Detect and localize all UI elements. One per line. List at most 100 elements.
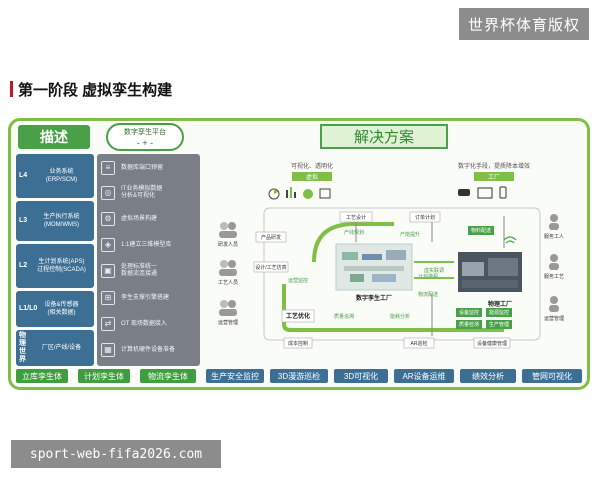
bottom-button-plan-twin[interactable]: 计划孪生体 [78, 369, 130, 383]
feature-label: IT业务模拟数据 分析&可视化 [121, 186, 163, 199]
chip-inspection-text: 质量检测 [459, 321, 479, 328]
layer-l3: L3 生产执行系统 (MOM/WMS) [16, 201, 94, 241]
twin-platform-pill[interactable]: 数字孪生平台 - + - [106, 123, 184, 151]
layer-physical: 物理世界 厂区/产线/设备 [16, 330, 94, 366]
feature-label: 处理标准统一 数据流连接通 [121, 264, 158, 277]
layer-tag: 物理世界 [19, 332, 26, 363]
node-process-opt: 工艺优化 [286, 312, 310, 320]
architecture-layers: L4 业务系统 (ERP/SCM) L3 生产执行系统 (MOM/WMS) L2… [16, 154, 94, 366]
label-production: 产线规划 [344, 229, 364, 236]
chip-inspection [456, 320, 482, 329]
bottom-button-safety-monitor[interactable]: 生产安全监控 [206, 369, 264, 383]
bottom-button-logistics-twin[interactable]: 物流孪生体 [140, 369, 196, 383]
engine-icon: ⊞ [101, 291, 115, 305]
layer-tag: L4 [19, 172, 28, 179]
node-order-plan: 订单计划 [415, 214, 435, 221]
person-label: 工艺人员 [218, 280, 238, 286]
chip-ops-mgmt-text: 生产管理 [489, 321, 509, 328]
layer-l2: L2 生计划系统(APS) 过程控制(SCADA) [16, 244, 94, 288]
layer-text: 生计划系统(APS) 过程控制(SCADA) [37, 259, 86, 273]
label-analysis: 能耗分析 [390, 313, 410, 320]
hardware-icon: ▦ [101, 343, 115, 357]
feature-item[interactable]: ◎ IT业务模拟数据 分析&可视化 [101, 183, 197, 203]
label-virt-debug: 虚实联调 [424, 267, 444, 274]
layer-tag: L2 [19, 262, 28, 269]
solution-tab[interactable]: 解决方案 [320, 124, 448, 149]
feature-item[interactable]: ▣ 处理标准统一 数据流连接通 [101, 261, 197, 281]
layer-tag: L3 [19, 217, 28, 224]
feature-item[interactable]: ≡ 数据库端口预留 [101, 158, 197, 178]
solution-diagram: 可视化、透明化 虚拟 数字化手段，提质降本增效 工厂 研发人员 工艺人员 运营管… [218, 162, 564, 349]
virtual-badge-text: 虚拟 [306, 173, 318, 181]
feature-label: 数据库端口预留 [121, 164, 164, 171]
feature-item[interactable]: ⊞ 孪生支撑引擎搭建 [101, 288, 197, 308]
bottom-button-ar-maintenance[interactable]: AR设备运维 [394, 369, 454, 383]
label-monitor: 运营监控 [288, 277, 308, 284]
virtual-factory-machines [342, 250, 406, 282]
feature-item[interactable]: ▦ 计算机硬件设备准备 [101, 340, 197, 360]
watermark-bottom: sport-web-fifa2026.com [11, 440, 221, 468]
bottom-button-storage-twin[interactable]: 立库孪生体 [16, 369, 68, 383]
chip-energy-text: 能源监控 [489, 309, 509, 316]
feature-item[interactable]: ⇄ OT 现场数据接入 [101, 314, 197, 334]
person-label: 运营管理 [218, 319, 238, 326]
twin-platform-sub: - + - [136, 138, 154, 148]
people-left [219, 222, 237, 316]
bottom-button-3d-roaming[interactable]: 3D漫游巡检 [270, 369, 328, 383]
layer-text: 厂区/产线/设备 [41, 345, 82, 351]
device-icons [458, 186, 507, 199]
feature-label: 虚拟场景构建 [121, 215, 158, 222]
layer-text: 设备&传感器 (相关数据) [44, 302, 79, 316]
layer-text: 生产执行系统 (MOM/WMS) [43, 214, 80, 228]
database-icon: ≡ [101, 161, 115, 175]
chip-qual-monitor-text: 设备监控 [459, 309, 479, 316]
top-left-caption: 可视化、透明化 [291, 162, 333, 170]
chip-mat-supply-text: 物料配送 [471, 227, 491, 234]
bottom-button-3d-visual[interactable]: 3D可视化 [334, 369, 388, 383]
label-logistics: 物流配送 [418, 291, 438, 298]
factory-badge [474, 172, 514, 181]
description-tab[interactable]: 描述 [18, 125, 90, 149]
chip-energy [486, 308, 512, 317]
feature-label: OT 现场数据接入 [121, 320, 167, 327]
chart-icons [268, 187, 331, 200]
analytics-icon: ◎ [101, 186, 115, 200]
feature-label: 1:1建立三维模型库 [121, 241, 172, 248]
data-transfer-icon: ⇄ [101, 317, 115, 331]
layer-l1-l0: L1/L0 设备&传感器 (相关数据) [16, 291, 94, 327]
bottom-button-performance[interactable]: 绩效分析 [460, 369, 516, 383]
bottom-button-pipe-visual[interactable]: 管网可视化 [522, 369, 582, 383]
person-label: 运营管理 [544, 315, 564, 322]
page-title: 第一阶段 虚拟孪生构建 [18, 82, 173, 99]
people-right [549, 214, 559, 312]
person-label: 服务工人 [544, 233, 564, 240]
chip-ops-mgmt [486, 320, 512, 329]
label-quality: 质量追溯 [334, 313, 354, 320]
twin-platform-label: 数字孪生平台 [124, 129, 166, 136]
node-design-sim: 设计/工艺仿真 [255, 264, 286, 271]
physical-factory-scene [462, 258, 518, 288]
factory-badge-text: 工厂 [488, 174, 500, 181]
node-cost-ctrl: 成本控制 [288, 340, 308, 347]
label-schedule: 计划排程 [418, 273, 438, 280]
top-right-caption: 数字化手段，提质降本增效 [458, 162, 530, 170]
feature-label: 孪生支撑引擎搭建 [121, 294, 170, 301]
virtual-factory-label: 数字孪生工厂 [356, 294, 392, 302]
feature-item[interactable]: ⚙ 虚拟场景构建 [101, 209, 197, 229]
title-accent-bar [10, 81, 13, 97]
wifi-icon [503, 236, 517, 244]
virtual-badge [292, 172, 332, 181]
watermark-top: 世界杯体育版权 [459, 8, 589, 40]
node-craft-design: 工艺设计 [346, 214, 366, 221]
physical-factory-label: 物理工厂 [488, 300, 512, 308]
label-capacity: 产能提升 [400, 231, 420, 238]
chip-mat-supply [468, 226, 494, 235]
standard-icon: ▣ [101, 264, 115, 278]
node-equip-mgmt: 设备健康管理 [477, 340, 507, 347]
gear-icon: ⚙ [101, 212, 115, 226]
node-product-dev: 产品研发 [261, 234, 281, 241]
node-ar-check: AR巡检 [411, 340, 428, 347]
feature-label: 计算机硬件设备准备 [121, 346, 176, 353]
layer-l4: L4 业务系统 (ERP/SCM) [16, 154, 94, 198]
feature-item[interactable]: ◈ 1:1建立三维模型库 [101, 235, 197, 255]
